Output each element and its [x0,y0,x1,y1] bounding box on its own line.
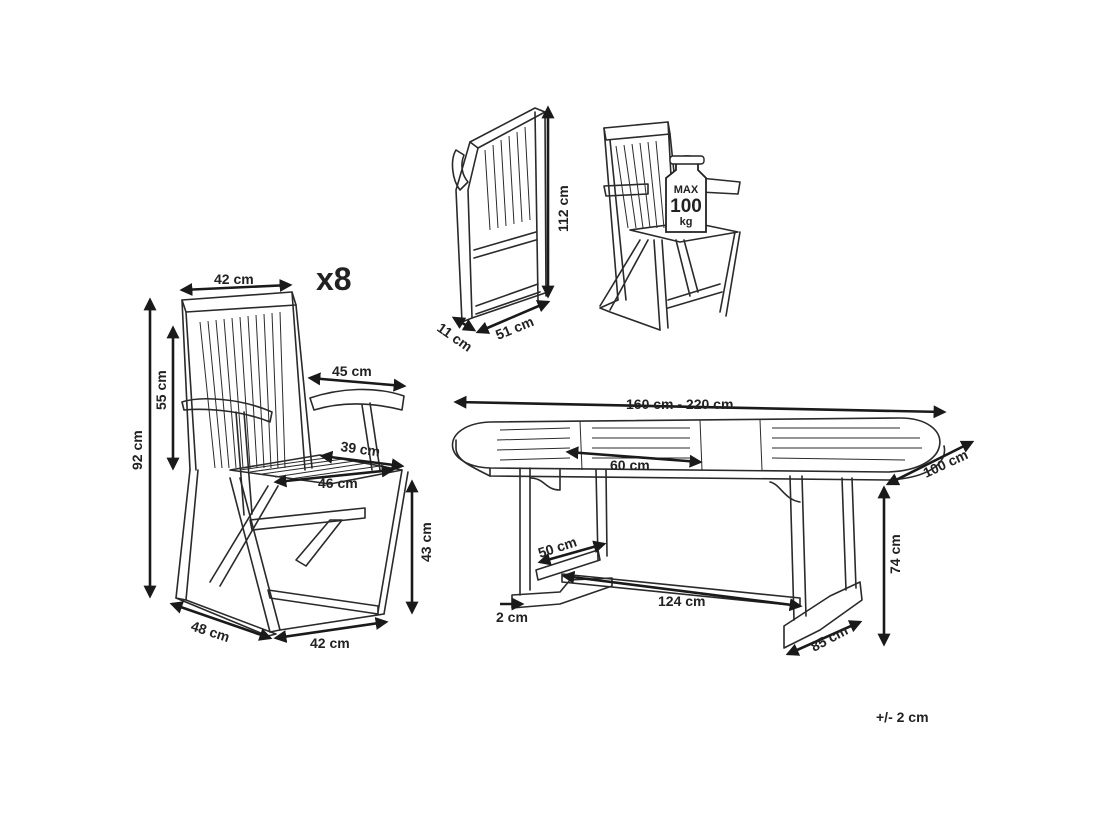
chair-total-height-label: 92 cm [129,430,145,470]
weight-unit-label: kg [680,216,693,228]
quantity-label: x8 [316,261,352,297]
table-beam-label: 124 cm [658,593,705,609]
chair-seat-width-label: 46 cm [318,475,358,491]
chair-dimension-labels: 42 cm 45 cm 39 cm 46 cm 55 cm 92 cm 43 c… [129,271,434,651]
table-height-label: 74 cm [887,534,903,574]
chair-width-top-label: 42 cm [214,271,254,287]
table-width-label: 100 cm [921,446,971,481]
folded-chair-dimension-lines [451,105,555,334]
folded-chair-dimension-labels: 112 cm 11 cm 51 cm [434,185,571,355]
folded-depth-label: 11 cm [434,319,475,354]
chair-seat-height-label: 43 cm [418,522,434,562]
weight-value-label: 100 [670,196,702,217]
chair-base-width-label: 42 cm [310,635,350,651]
table-dimension-labels: 160 cm - 220 cm 60 cm 100 cm 74 cm 50 cm… [496,396,970,655]
folded-chair-drawing [451,107,549,323]
chair-dimension-lines [143,278,419,643]
table-base-depth-label: 85 cm [808,622,851,655]
chair-drawing [175,291,409,637]
chair-seat-depth-label: 39 cm [340,438,382,459]
weight-badge: MAX 100 kg [665,155,707,233]
folded-height-label: 112 cm [555,185,571,232]
table-dimension-lines [453,395,975,656]
table-length-label: 160 cm - 220 cm [626,396,733,412]
chair-back-height-label: 55 cm [153,370,169,410]
weight-max-label: MAX [674,184,699,196]
load-chair-drawing [599,121,741,331]
table-foot-label: 2 cm [496,609,528,625]
tolerance-note: +/- 2 cm [876,709,929,725]
chair-armrest-label: 45 cm [332,363,372,379]
table-extension-label: 60 cm [610,457,650,473]
